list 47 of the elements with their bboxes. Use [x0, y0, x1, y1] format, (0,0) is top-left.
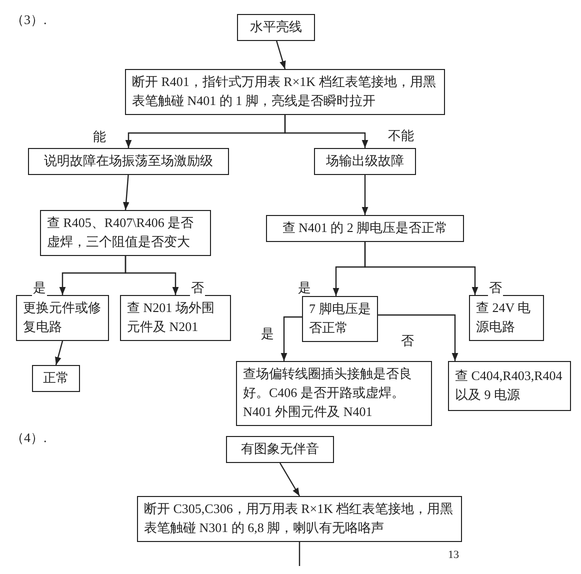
edge-label: 是 — [297, 280, 312, 296]
step-text: 水平亮线 — [250, 18, 302, 36]
process-box — [448, 361, 571, 411]
step-text: 有图象无伴音 — [241, 440, 319, 458]
process-box — [16, 295, 109, 341]
step-text: 更换元件或修复电路 — [23, 299, 102, 336]
edge-label: 是 — [32, 280, 47, 296]
step-text: 查 C404,R403,R404 以及 9 电源 — [455, 367, 564, 404]
edge-label: 不能 — [387, 128, 415, 144]
edge-label: 否 — [190, 280, 205, 296]
arrow — [55, 340, 64, 366]
process-box — [469, 295, 544, 341]
step-text: 7 脚电压是否正常 — [309, 300, 371, 337]
process-box — [237, 14, 315, 41]
process-box — [40, 210, 211, 256]
process-box — [226, 436, 334, 463]
step-text: 查 R405、R407\R406 是否虚焊，三个阻值是否变大 — [47, 214, 195, 251]
process-box — [32, 365, 80, 392]
arrow — [284, 112, 368, 148]
step-text: 查 24V 电源电路 — [476, 299, 532, 336]
edge-label: 能 — [92, 129, 107, 145]
step-text: 查 N201 场外围元件及 N201 — [127, 299, 216, 336]
step-text: 正常 — [43, 369, 69, 387]
process-box — [302, 296, 378, 342]
arrow — [364, 242, 478, 295]
step-text: 查 N401 的 2 脚电压是否正常 — [282, 219, 448, 238]
process-box — [137, 496, 462, 542]
process-box — [236, 361, 432, 426]
step-text: 说明故障在场振荡至场激励级 — [44, 152, 213, 170]
step-text: 断开 R401，指针式万用表 R×1K 档红表笔接地，用黑表笔触碰 N401 的 1 脚，亮线是否瞬时拉开 — [132, 73, 437, 110]
edge-label: 否 — [488, 280, 503, 296]
step-text: 断开 C305,C306，用万用表 R×1K 档红表笔接地，用黑表笔触碰 N301 的 6,8 脚，喇叭有无咯咯声 — [144, 500, 454, 537]
arrow — [279, 462, 300, 496]
edge-label: 是 — [260, 326, 275, 342]
arrow — [124, 253, 179, 295]
step-text: 场输出级故障 — [326, 152, 404, 170]
edge-label: 否 — [400, 333, 415, 349]
process-box — [266, 215, 464, 242]
process-box — [120, 295, 231, 341]
arrow — [378, 314, 458, 361]
arrow — [280, 316, 302, 361]
arrow — [275, 38, 286, 70]
process-box — [314, 148, 416, 175]
process-box — [125, 69, 445, 115]
step-text: 查场偏转线圈插头接触是否良好。C406 是否开路或虚焊。N401 外围元件及 N401 — [243, 365, 413, 421]
arrow — [362, 174, 368, 215]
process-box — [28, 148, 229, 175]
